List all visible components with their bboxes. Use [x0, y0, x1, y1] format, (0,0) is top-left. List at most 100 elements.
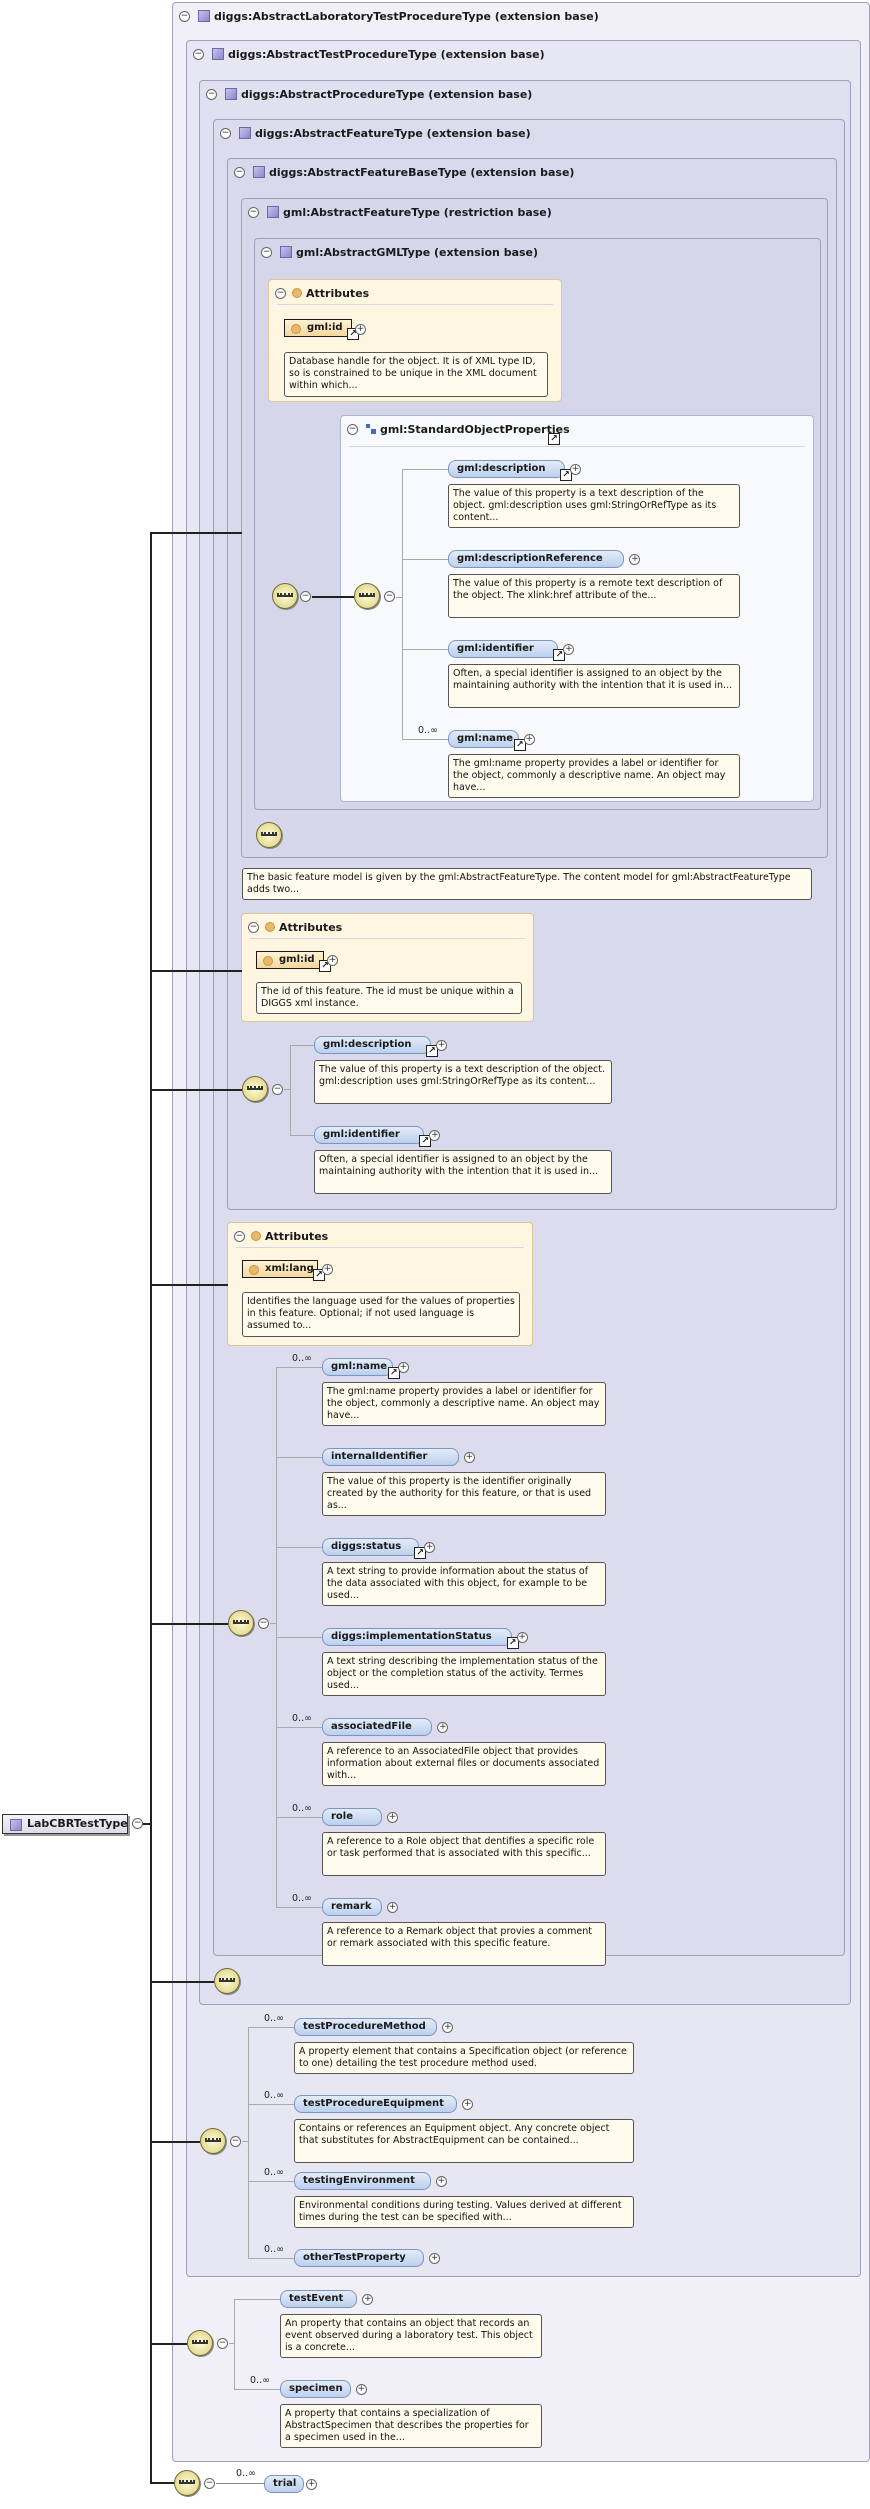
element-gml-name[interactable]: gml:name↗ [322, 1358, 400, 1379]
collapse-toggle[interactable]: − [234, 166, 245, 178]
cardinality-label: 0..∞ [250, 2375, 270, 2386]
sequence-compositor-icon[interactable] [174, 2470, 200, 2496]
sequence-compositor-icon[interactable] [256, 822, 282, 848]
element-internalidentifier[interactable]: internalIdentifier [322, 1448, 459, 1466]
collapse-toggle[interactable]: − [234, 1230, 245, 1242]
expand-toggle[interactable]: + [424, 1542, 436, 1553]
collapse-toggle[interactable]: − [206, 88, 217, 100]
sequence-compositor-icon[interactable] [354, 583, 380, 609]
element-description: An property that contains an object that… [280, 2314, 542, 2358]
expand-toggle[interactable]: + [629, 554, 641, 565]
expand-toggle[interactable]: + [437, 1722, 449, 1733]
sequence-compositor-icon[interactable] [242, 1076, 268, 1102]
sequence-compositor-icon[interactable] [200, 2128, 226, 2154]
collapse-toggle[interactable]: − [347, 423, 358, 435]
attribute-description: Database handle for the object. It is of… [284, 352, 548, 397]
collapse-toggle[interactable]: − [179, 10, 190, 22]
element-testevent[interactable]: testEvent [280, 2290, 358, 2308]
collapse-toggle[interactable]: − [217, 2338, 228, 2349]
collapse-toggle[interactable]: − [384, 591, 395, 602]
collapse-toggle[interactable]: − [132, 1818, 143, 1829]
expand-toggle[interactable]: + [397, 1362, 409, 1373]
cardinality-label: 0..∞ [292, 1893, 312, 1904]
element-role[interactable]: role [322, 1808, 382, 1826]
root-element-lab-cbr-test-type[interactable]: LabCBRTestType [2, 1814, 128, 1834]
expand-toggle[interactable]: + [516, 1632, 528, 1643]
box-title: diggs:AbstractFeatureType (extension bas… [255, 126, 531, 140]
expand-toggle[interactable]: + [387, 1812, 398, 1823]
attribute-icon [265, 922, 275, 932]
expand-toggle[interactable]: + [355, 324, 366, 335]
element-gml-name[interactable]: gml:name↗ [448, 730, 526, 751]
attribute-description: Identifies the language used for the val… [242, 1292, 520, 1337]
element-diggs-status[interactable]: diggs:status↗ [322, 1538, 427, 1559]
attribute-xml-lang[interactable]: xml:lang↗ [242, 1260, 325, 1281]
sequence-compositor-icon[interactable] [272, 583, 298, 609]
element-associatedfile[interactable]: associatedFile [322, 1718, 433, 1736]
collapse-toggle[interactable]: − [272, 1084, 283, 1095]
attribute-icon [251, 1231, 261, 1241]
element-gml-descriptionreference[interactable]: gml:descriptionReference [448, 550, 625, 568]
element-description: Often, a special identifier is assigned … [448, 664, 740, 708]
expand-toggle[interactable]: + [463, 1452, 475, 1463]
element-othertestproperty[interactable]: otherTestProperty [294, 2249, 425, 2267]
expand-toggle[interactable]: + [362, 2294, 374, 2305]
element-description: Environmental conditions during testing.… [294, 2196, 634, 2228]
expand-toggle[interactable]: + [322, 1264, 333, 1275]
expand-toggle[interactable]: + [429, 1130, 441, 1141]
complex-type-icon [225, 88, 237, 100]
collapse-toggle[interactable]: − [258, 1618, 269, 1629]
reference-arrow-icon: ↗ [548, 433, 560, 445]
collapse-toggle[interactable]: − [220, 127, 231, 139]
element-testingenvironment[interactable]: testingEnvironment [294, 2172, 431, 2190]
complex-type-icon [280, 246, 292, 258]
collapse-toggle[interactable]: − [300, 591, 311, 602]
element-gml-description[interactable]: gml:description↗ [314, 1036, 438, 1057]
cardinality-label: 0..∞ [292, 1353, 312, 1364]
expand-toggle[interactable]: + [327, 955, 338, 966]
attribute-gml-id[interactable]: gml:id↗ [284, 319, 359, 340]
collapse-toggle[interactable]: − [230, 2136, 241, 2147]
sequence-compositor-icon[interactable] [187, 2330, 213, 2356]
reference-arrow-icon: ↗ [560, 469, 572, 481]
expand-toggle[interactable]: + [306, 2479, 317, 2490]
expand-toggle[interactable]: + [355, 2384, 367, 2395]
expand-toggle[interactable]: + [563, 644, 575, 655]
feature-description: The basic feature model is given by the … [242, 868, 812, 900]
element-remark[interactable]: remark [322, 1898, 382, 1916]
reference-arrow-icon: ↗ [387, 1367, 400, 1379]
element-gml-identifier[interactable]: gml:identifier↗ [314, 1126, 432, 1147]
expand-toggle[interactable]: + [523, 734, 535, 745]
sequence-compositor-icon[interactable] [228, 1610, 254, 1636]
collapse-toggle[interactable]: − [204, 2478, 215, 2489]
expand-toggle[interactable]: + [442, 2022, 454, 2033]
element-testprocedureequipment[interactable]: testProcedureEquipment [294, 2095, 458, 2113]
expand-toggle[interactable]: + [436, 1040, 447, 1051]
cardinality-label: 0..∞ [264, 2090, 284, 2101]
collapse-toggle[interactable]: − [248, 206, 259, 218]
element-diggs-implementationstatus[interactable]: diggs:implementationStatus↗ [322, 1628, 519, 1649]
reference-arrow-icon: ↗ [419, 1135, 432, 1147]
attribute-icon [292, 288, 302, 298]
expand-toggle[interactable]: + [462, 2099, 474, 2110]
element-gml-identifier[interactable]: gml:identifier↗ [448, 640, 566, 661]
group-title: gml:StandardObjectProperties [380, 422, 570, 436]
attributes-title: Attributes [306, 286, 370, 300]
element-specimen[interactable]: specimen [280, 2380, 351, 2398]
sequence-compositor-icon[interactable] [214, 1968, 240, 1994]
collapse-toggle[interactable]: − [275, 287, 286, 299]
element-testproceduremethod[interactable]: testProcedureMethod [294, 2018, 438, 2036]
collapse-toggle[interactable]: − [248, 921, 259, 933]
attribute-gml-id[interactable]: gml:id↗ [256, 951, 331, 972]
cardinality-label: 0..∞ [418, 725, 438, 736]
element-trial[interactable]: trial [264, 2475, 304, 2493]
complex-type-icon [267, 206, 279, 218]
element-gml-description[interactable]: gml:description↗ [448, 460, 572, 481]
expand-toggle[interactable]: + [570, 464, 581, 475]
expand-toggle[interactable]: + [429, 2253, 441, 2264]
collapse-toggle[interactable]: − [193, 48, 204, 60]
expand-toggle[interactable]: + [435, 2176, 447, 2187]
expand-toggle[interactable]: + [387, 1902, 398, 1913]
collapse-toggle[interactable]: − [261, 246, 272, 258]
